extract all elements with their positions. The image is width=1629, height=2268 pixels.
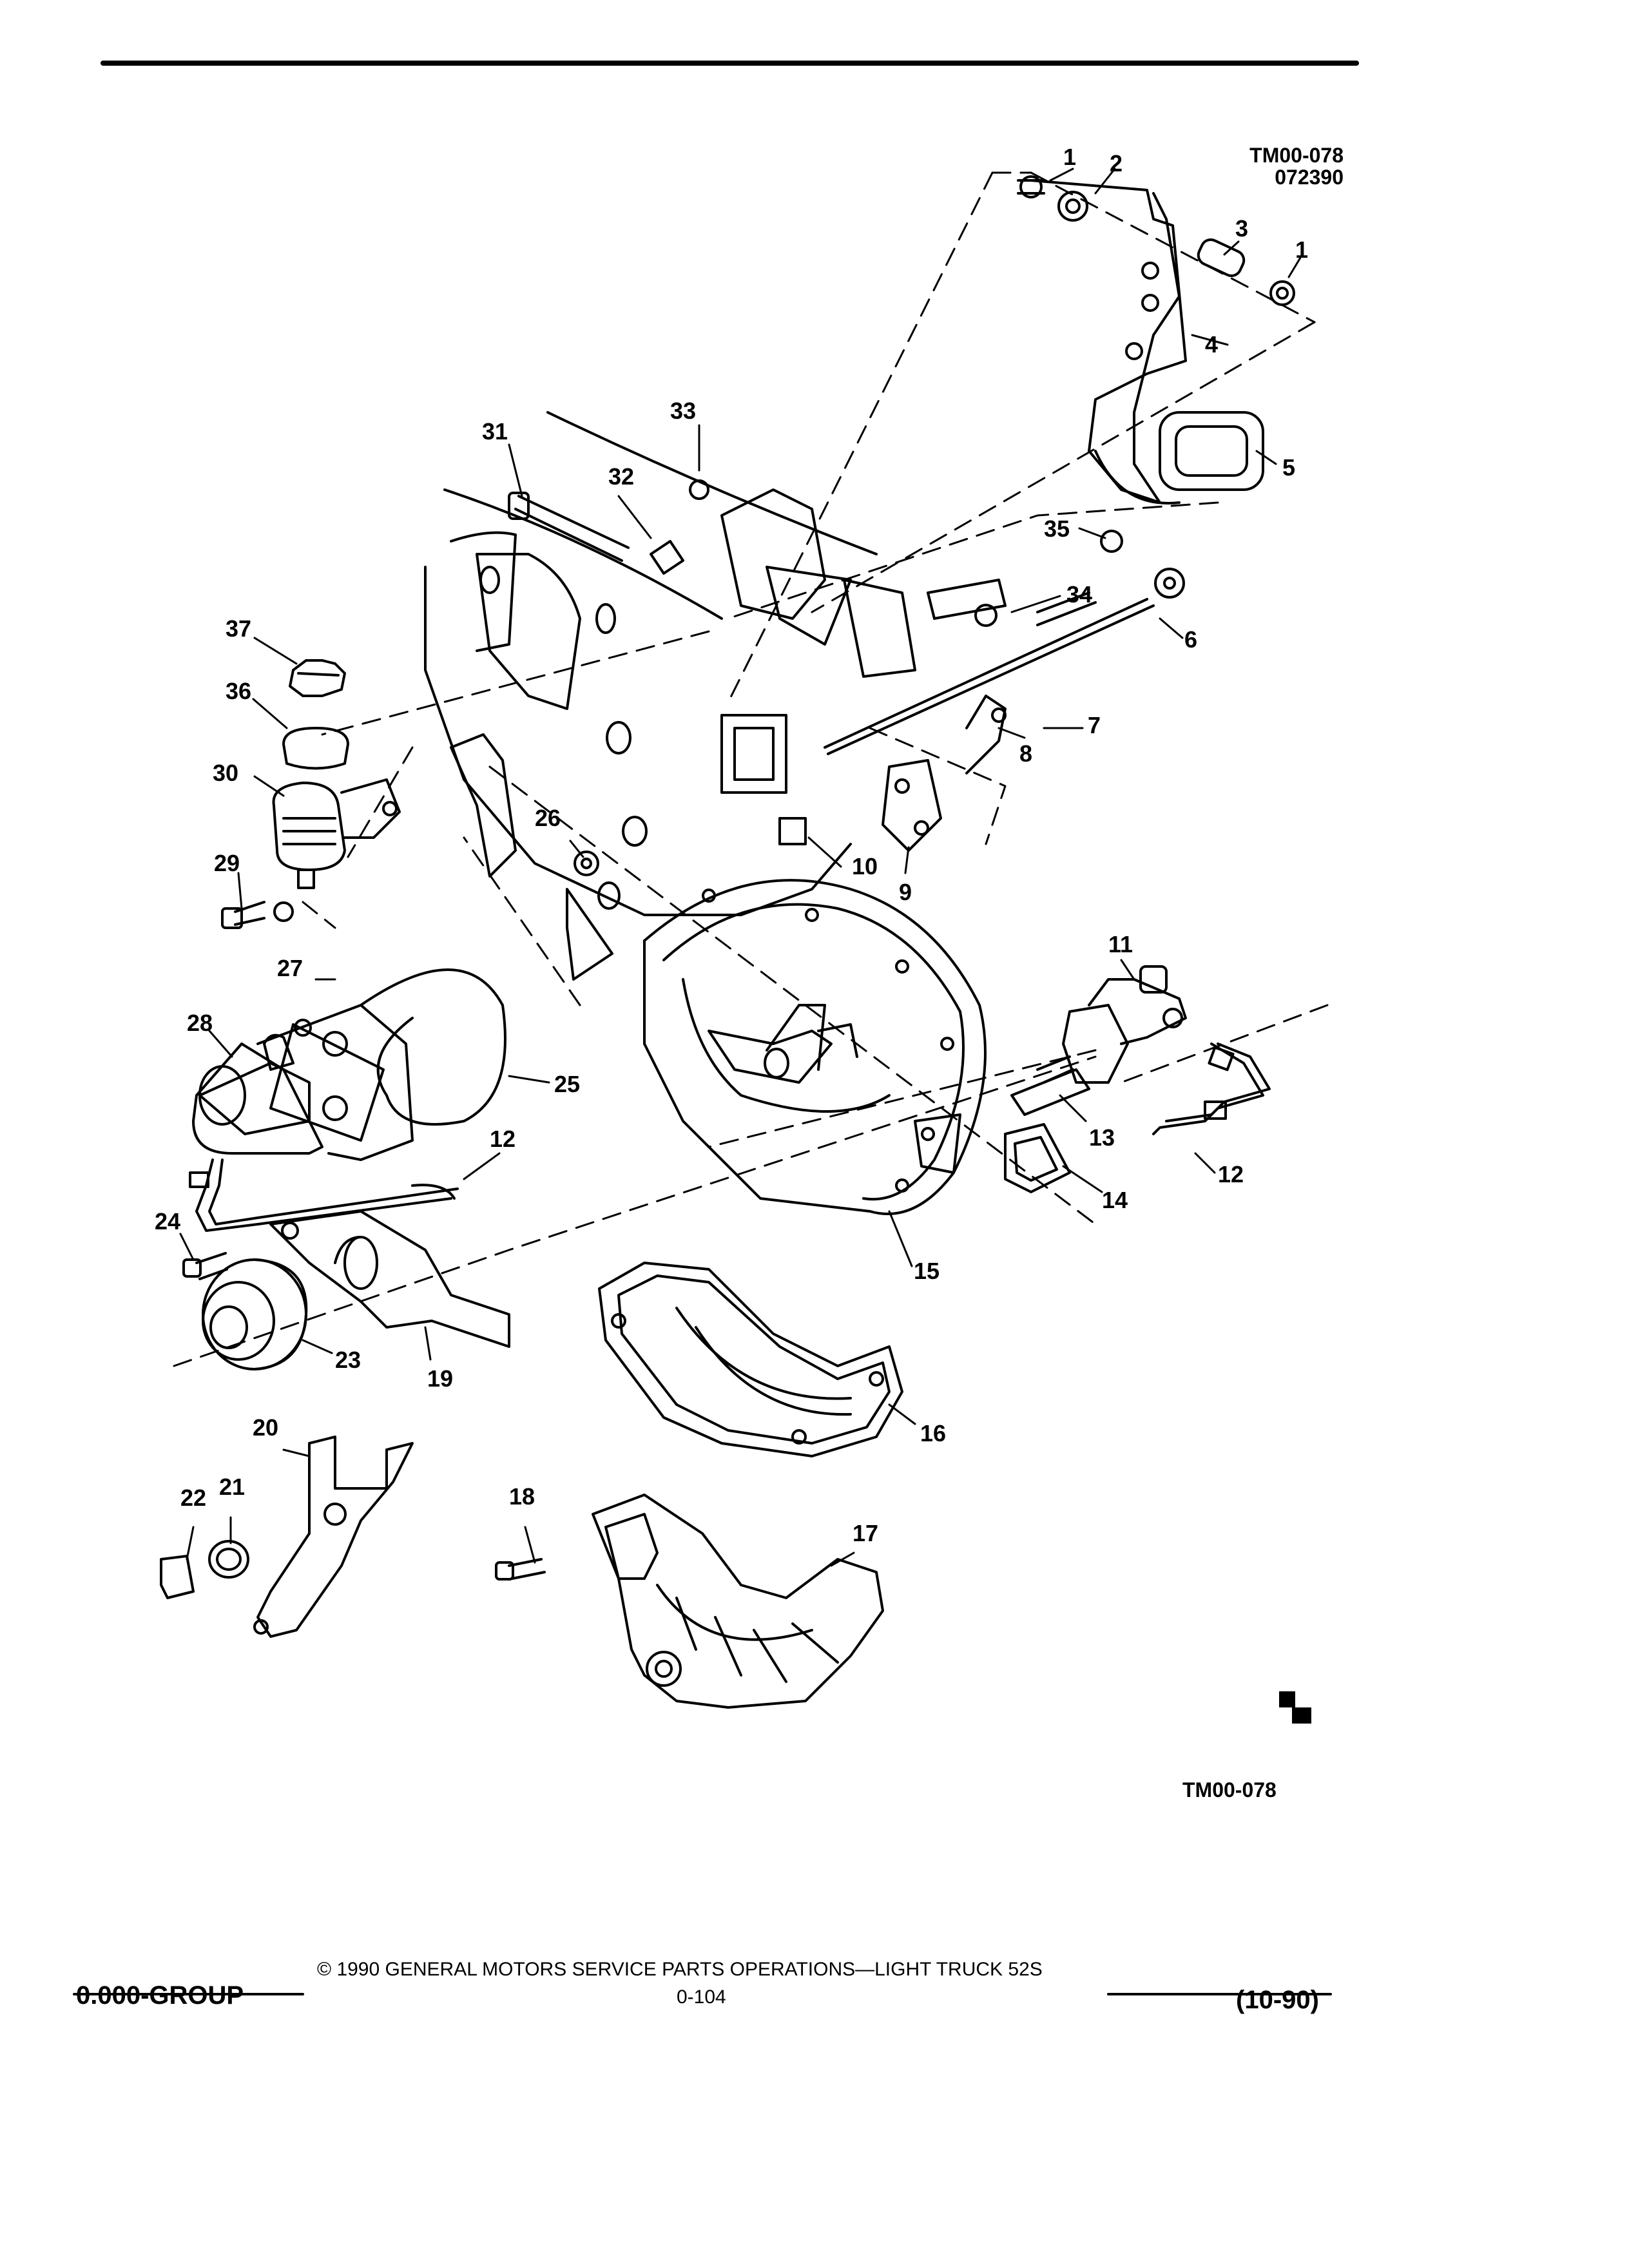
callout-35: 35 <box>1044 515 1070 542</box>
callout-6: 6 <box>1184 626 1198 653</box>
callout-4: 4 <box>1205 331 1219 358</box>
dust-cover-17 <box>495 1494 884 1709</box>
reservoir-assembly <box>272 659 401 889</box>
figure-code-bottom: TM00-078 <box>1182 1778 1277 1802</box>
callout-18: 18 <box>509 1483 535 1510</box>
callout-37: 37 <box>226 615 252 642</box>
callout-29: 29 <box>214 850 240 876</box>
firewall-panel <box>424 411 878 981</box>
master-cylinder <box>192 968 506 1161</box>
nut-26 <box>574 850 599 876</box>
callout-10: 10 <box>852 853 878 879</box>
callout-11: 11 <box>1108 931 1133 957</box>
callout-16: 16 <box>920 1420 947 1446</box>
callout-24: 24 <box>155 1208 181 1235</box>
callout-8: 8 <box>1019 740 1033 767</box>
callout-19: 19 <box>427 1365 454 1392</box>
callout-22: 22 <box>180 1485 207 1511</box>
hydraulic-line-left <box>189 1158 459 1232</box>
callout-23: 23 <box>335 1347 361 1373</box>
callout-3: 3 <box>1235 215 1249 242</box>
callout-12: 12 <box>1218 1161 1244 1187</box>
callout-26: 26 <box>535 805 561 831</box>
figure-code: TM00-078 <box>1249 144 1344 167</box>
footer-copyright: © 1990 GENERAL MOTORS SERVICE PARTS OPER… <box>317 1959 1043 1980</box>
inspection-cover-16 <box>598 1262 903 1457</box>
callout-30: 30 <box>213 760 239 786</box>
callout-14: 14 <box>1102 1187 1128 1213</box>
callout-15: 15 <box>914 1258 940 1284</box>
fork-bracket <box>269 1210 510 1348</box>
callout-7: 7 <box>1088 712 1101 738</box>
gasket-14 <box>1004 1123 1071 1193</box>
callout-2: 2 <box>1110 150 1123 177</box>
callout-20: 20 <box>253 1414 279 1441</box>
assembly-guide-lines <box>173 171 1329 1367</box>
callout-13: 13 <box>1089 1124 1115 1151</box>
clutch-pedal-assembly <box>1017 175 1295 505</box>
callout-5: 5 <box>1282 454 1296 481</box>
callout-32: 32 <box>608 463 635 490</box>
callout-28: 28 <box>187 1010 213 1036</box>
pushrod <box>824 530 1185 755</box>
figure-code-header: TM00-078 072390 <box>1240 144 1344 189</box>
footer-group: 0.000-GROUP <box>76 1981 244 2010</box>
callout-36: 36 <box>226 678 252 704</box>
pedal-support-bracket <box>720 488 1007 852</box>
callout-31: 31 <box>482 418 508 445</box>
bellhousing <box>643 879 987 1215</box>
callout-1: 1 <box>1295 236 1309 263</box>
callout-21: 21 <box>219 1474 246 1500</box>
callout-leaders <box>179 168 1302 1567</box>
callout-12: 12 <box>490 1126 516 1152</box>
clutch-fork <box>160 1436 414 1638</box>
footer-page-number: 0-104 <box>677 1986 726 2008</box>
callout-33: 33 <box>670 398 697 424</box>
callout-1: 1 <box>1063 144 1077 170</box>
figure-date: 072390 <box>1275 165 1344 189</box>
footer-edition: (10-90) <box>1236 1986 1319 2014</box>
bolt-31 <box>508 479 709 575</box>
slave-cylinder <box>1010 965 1271 1135</box>
release-bearing <box>182 1252 308 1370</box>
callout-17: 17 <box>853 1520 879 1546</box>
callout-34: 34 <box>1066 581 1093 608</box>
publisher-mark-icon <box>1279 1691 1311 1724</box>
callout-27: 27 <box>277 955 304 981</box>
callout-25: 25 <box>554 1071 581 1097</box>
callout-9: 9 <box>899 879 912 905</box>
bolt-29 <box>221 901 294 929</box>
